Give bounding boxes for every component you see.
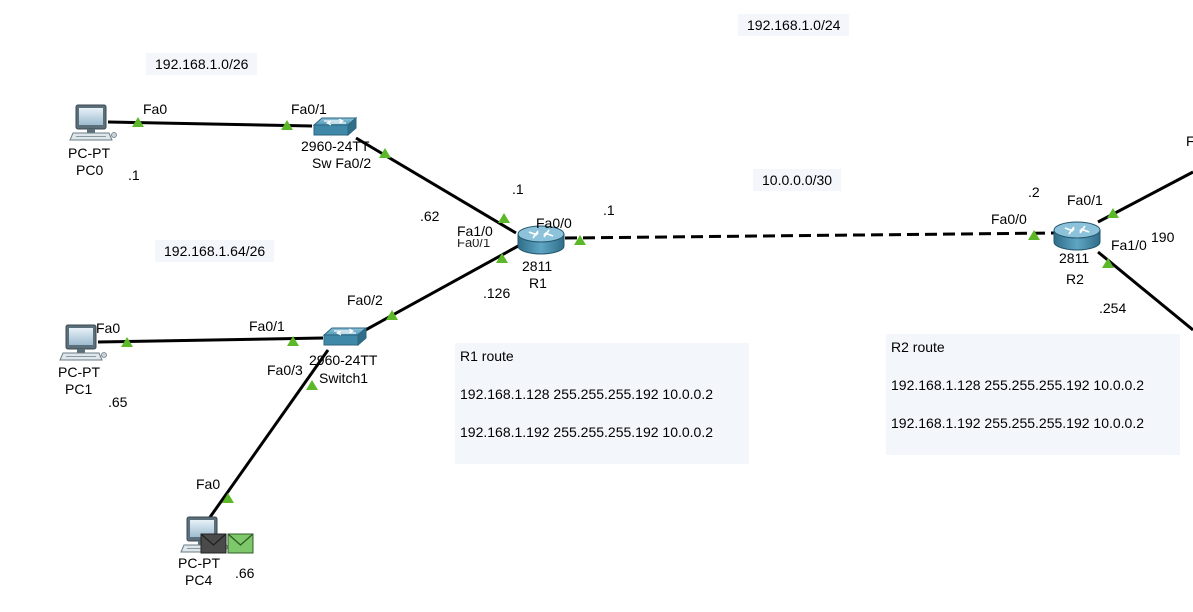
ip-suffix-label: .2 xyxy=(1028,184,1040,200)
static-route-entry: 192.168.1.192 255.255.255.192 10.0.0.2 xyxy=(460,424,714,440)
port-label: Fa1/0 xyxy=(1111,237,1147,253)
r2-route-note[interactable]: R2 route 192.168.1.128 255.255.255.192 1… xyxy=(886,334,1180,455)
device-model: 2811 xyxy=(1059,250,1090,266)
network-label-lan2: 192.168.1.64/26 xyxy=(155,240,275,262)
port-label: Fa0/1 xyxy=(249,318,285,334)
port-label: Fa0 xyxy=(196,476,221,492)
status-light xyxy=(222,493,234,503)
network-label-whole: 192.168.1.0/24 xyxy=(738,14,850,36)
status-light xyxy=(132,117,144,127)
router-r2-icon[interactable] xyxy=(1053,221,1101,251)
ip-suffix-label: .1 xyxy=(128,167,140,183)
device-model: PC-PT xyxy=(58,364,100,380)
link-sw1-r1[interactable] xyxy=(359,243,521,335)
port-label: Fa0/3 xyxy=(267,362,303,378)
port-label: Fa0 xyxy=(143,101,168,117)
port-label: 190 xyxy=(1151,229,1175,245)
status-light xyxy=(379,148,391,158)
static-route-entry: 192.168.1.192 255.255.255.192 10.0.0.2 xyxy=(891,415,1145,431)
link-pc1-sw1[interactable] xyxy=(97,336,324,344)
note-title: R2 route xyxy=(891,339,945,355)
port-label: Fa0/1 xyxy=(1067,192,1103,208)
ip-suffix-label: .66 xyxy=(235,565,255,581)
pdu-envelope-icon[interactable] xyxy=(200,533,227,554)
network-label-wan: 10.0.0.0/30 xyxy=(753,169,842,191)
static-route-entry: 192.168.1.128 255.255.255.192 10.0.0.2 xyxy=(891,377,1145,393)
device-model: PC-PT xyxy=(68,145,110,161)
device-name: Sw Fa0/2 xyxy=(312,155,372,171)
ip-suffix-label: .126 xyxy=(483,285,511,301)
device-model: 2960-24TT xyxy=(309,352,378,368)
device-model: 2960-24TT xyxy=(301,138,370,154)
switch1-icon[interactable] xyxy=(323,327,367,346)
note-title: R1 route xyxy=(460,348,514,364)
status-light xyxy=(386,310,398,320)
device-name: Switch1 xyxy=(319,370,369,386)
port-label: Fa0/0 xyxy=(536,215,572,231)
status-light xyxy=(498,213,510,223)
device-name: PC0 xyxy=(76,162,104,178)
ip-suffix-label: .62 xyxy=(420,208,440,224)
status-light xyxy=(1102,258,1114,268)
status-light xyxy=(121,337,133,347)
status-light xyxy=(496,253,508,263)
link-r1-r2-serial[interactable] xyxy=(564,231,1056,240)
r1-route-note[interactable]: R1 route 192.168.1.128 255.255.255.192 1… xyxy=(455,343,749,464)
ip-suffix-label: .65 xyxy=(108,394,128,410)
network-label-lan1: 192.168.1.0/26 xyxy=(146,53,258,75)
device-name: R1 xyxy=(529,275,547,291)
device-name: PC1 xyxy=(65,381,93,397)
status-light xyxy=(306,380,318,390)
port-label: Fa1/0 xyxy=(457,223,493,239)
static-route-entry: 192.168.1.128 255.255.255.192 10.0.0.2 xyxy=(460,386,714,402)
link-sw1-pc4[interactable] xyxy=(206,349,330,521)
status-light xyxy=(574,235,586,245)
port-label: Fa0 xyxy=(96,320,121,336)
ip-suffix-label: .254 xyxy=(1099,300,1127,316)
link-pc0-sw0[interactable] xyxy=(107,120,313,128)
ip-suffix-label: .1 xyxy=(512,181,524,197)
device-name: PC4 xyxy=(185,572,213,588)
port-label: F xyxy=(1186,133,1193,149)
port-label: Fa0/2 xyxy=(347,292,383,308)
port-label: Fa0/0 xyxy=(991,211,1027,227)
status-light xyxy=(281,120,293,130)
pdu-envelope-icon[interactable] xyxy=(227,533,254,554)
switch0-icon[interactable] xyxy=(313,117,357,136)
device-name: R2 xyxy=(1066,271,1084,287)
status-light xyxy=(1107,208,1119,218)
device-model: 2811 xyxy=(522,258,553,274)
link-r2-right-bottom[interactable] xyxy=(1097,250,1193,332)
status-light xyxy=(287,336,299,346)
ip-suffix-label: .1 xyxy=(603,202,615,218)
port-label: Fa0/1 xyxy=(291,101,327,117)
link-status-lights xyxy=(121,117,1119,503)
device-model: PC-PT xyxy=(178,555,220,571)
status-light xyxy=(1028,230,1040,240)
